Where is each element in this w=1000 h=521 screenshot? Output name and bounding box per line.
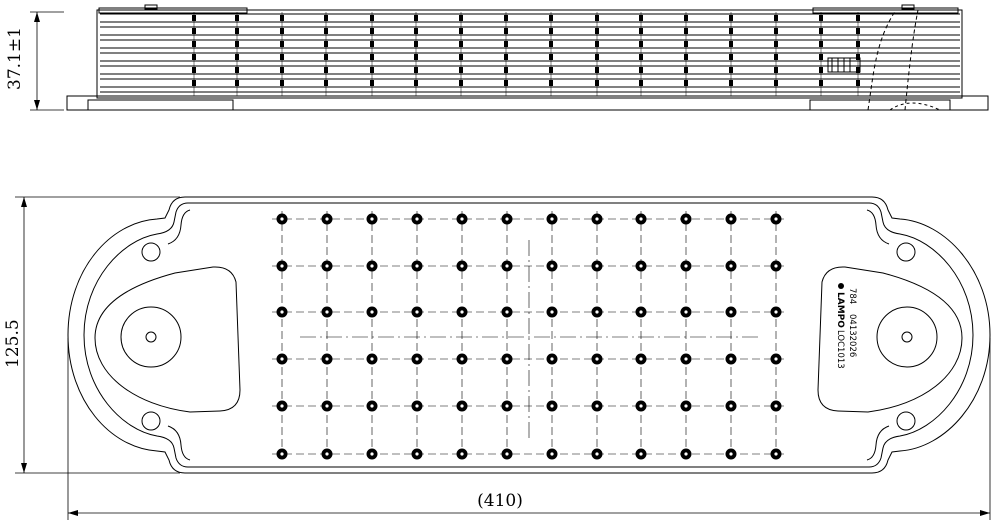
left-port-tab [94,266,241,413]
side-plate-stack [100,12,960,96]
mount-hole-top-right [896,242,916,262]
part-number: LOC1013 [835,330,845,369]
plan-outer-contour [67,196,991,474]
width-dimension-text: 125.5 [3,319,23,368]
height-dimension-text: 37.1±1 [5,27,25,90]
left-port-hole [145,331,157,343]
nameplate-markings: LAMPO LOC1013 784 04132026 [835,283,857,369]
marking-code-1: 784 [847,288,857,304]
side-left-cap [98,7,248,14]
side-right-cap [812,7,959,14]
side-right-pad [809,99,951,111]
left-port-boss [120,306,182,368]
marking-code-2: 04132026 [847,314,857,357]
plan-view [15,196,991,520]
brand-logo: LAMPO [835,292,845,328]
mount-hole-bottom-right [896,411,916,431]
plan-inner-contour [83,202,974,468]
side-view [30,4,989,111]
side-body [96,9,963,99]
side-base-flange [66,95,989,111]
side-left-pad [87,99,234,111]
right-port-hole [901,331,913,343]
length-dimension-text: (410) [477,491,523,511]
rivet-grid [272,211,786,462]
mount-hole-top-left [141,242,161,262]
right-port-boss [876,306,938,368]
mount-hole-bottom-left [141,411,161,431]
right-port-tab [817,266,963,413]
